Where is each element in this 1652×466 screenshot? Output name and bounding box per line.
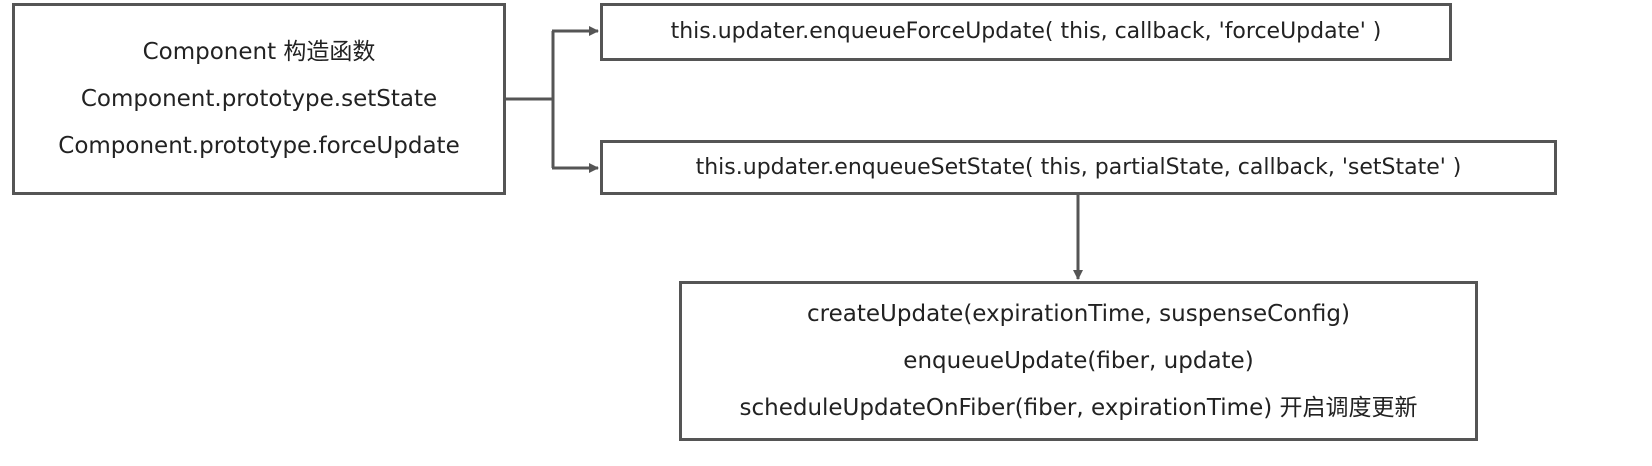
enqueue-set-state-label: this.updater.enqueueSetState( this, part… [695,154,1462,180]
create-update-label: createUpdate(expirationTime, suspenseCon… [807,300,1350,327]
enqueue-force-update-label: this.updater.enqueueForceUpdate( this, c… [670,19,1382,44]
enqueue-update-label: enqueueUpdate(fiber, update) [903,347,1254,374]
enqueue-set-state-node: this.updater.enqueueSetState( this, part… [600,140,1557,195]
set-state-prototype-label: Component.prototype.setState [80,85,438,112]
enqueue-force-update-node: this.updater.enqueueForceUpdate( this, c… [600,3,1452,61]
schedule-update-node: createUpdate(expirationTime, suspenseCon… [679,281,1478,441]
component-constructor-label: Component 构造函数 [142,38,376,65]
component-constructor-node: Component 构造函数 Component.prototype.setSt… [12,3,506,195]
schedule-update-on-fiber-label: scheduleUpdateOnFiber(fiber, expirationT… [739,394,1418,421]
force-update-prototype-label: Component.prototype.forceUpdate [58,132,460,159]
